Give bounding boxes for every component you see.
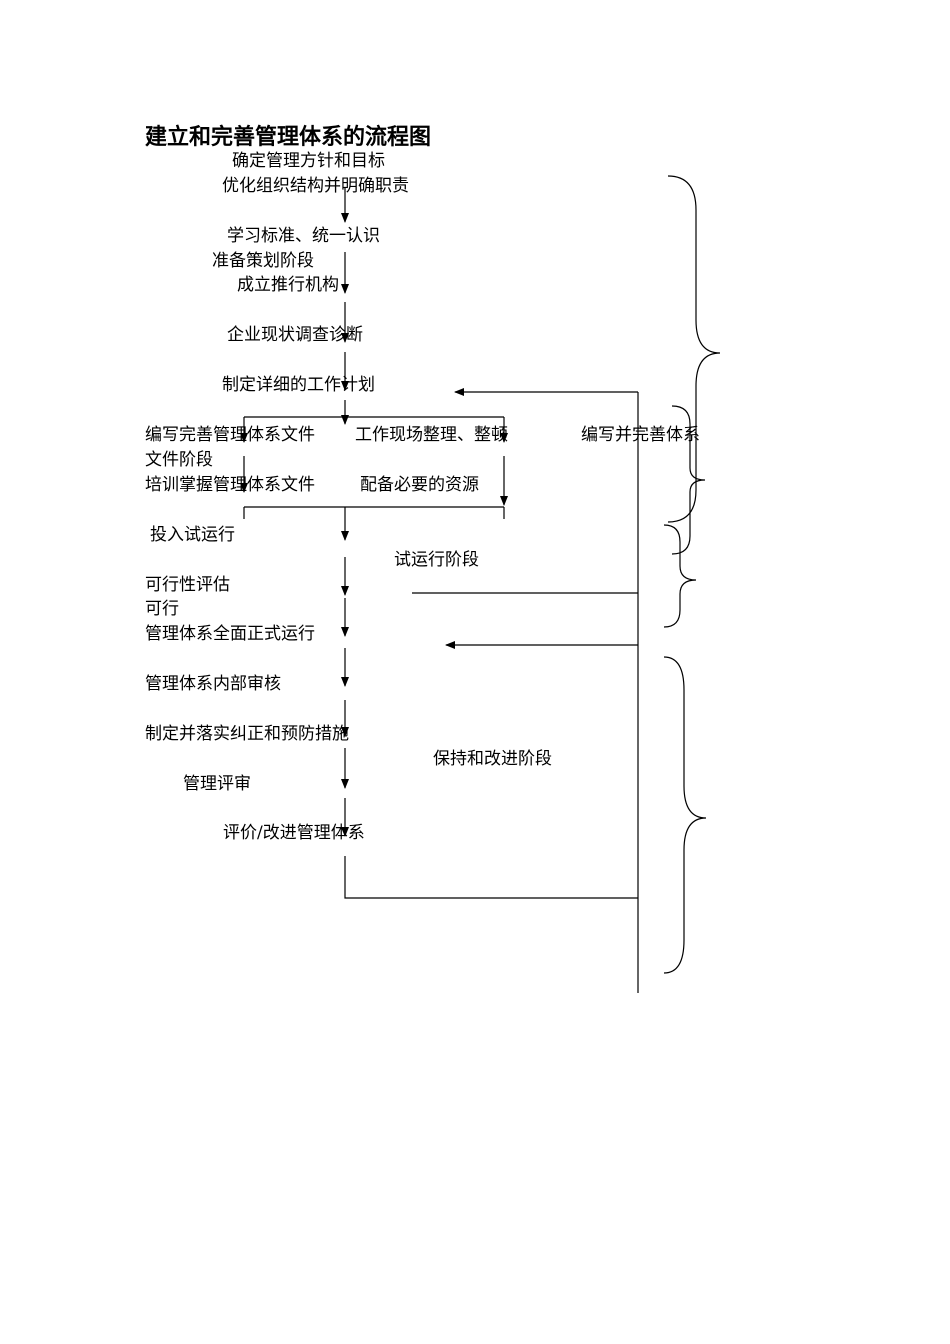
step-trial-run: 投入试运行 xyxy=(150,525,235,545)
step-optimize-structure: 优化组织结构并明确职责 xyxy=(222,176,409,196)
step-resources: 配备必要的资源 xyxy=(360,475,479,495)
step-feasibility: 可行性评估 xyxy=(145,575,230,595)
phase-maintain: 保持和改进阶段 xyxy=(433,749,552,769)
step-work-plan: 制定详细的工作计划 xyxy=(222,375,375,395)
step-evaluate: 评价/改进管理体系 xyxy=(223,823,365,843)
phase-planning: 准备策划阶段 xyxy=(212,251,314,271)
step-feasible: 可行 xyxy=(145,599,179,619)
step-write-docs: 编写完善管理体系文件 xyxy=(145,425,315,445)
step-training: 培训掌握管理体系文件 xyxy=(145,475,315,495)
step-survey: 企业现状调查诊断 xyxy=(227,325,363,345)
step-mgmt-review: 管理评审 xyxy=(183,774,251,794)
brace-planning xyxy=(667,175,721,523)
step-set-policy: 确定管理方针和目标 xyxy=(232,151,385,171)
phase-trial: 试运行阶段 xyxy=(394,550,479,570)
brace-trial xyxy=(663,524,697,628)
page-title: 建立和完善管理体系的流程图 xyxy=(145,124,432,150)
feedback-outer xyxy=(344,856,638,899)
phase-documents-cont: 文件阶段 xyxy=(145,450,213,470)
step-full-run: 管理体系全面正式运行 xyxy=(145,624,315,644)
phase-documents: 编写并完善体系 xyxy=(581,425,700,445)
step-learn-standards: 学习标准、统一认识 xyxy=(227,226,380,246)
brace-maintain xyxy=(663,656,707,974)
step-setup-org: 成立推行机构 xyxy=(237,275,339,295)
step-corrective: 制定并落实纠正和预防措施 xyxy=(145,724,349,744)
brace-documents xyxy=(671,405,706,555)
step-site-arrange: 工作现场整理、整顿 xyxy=(355,425,508,445)
step-internal-audit: 管理体系内部审核 xyxy=(145,674,281,694)
